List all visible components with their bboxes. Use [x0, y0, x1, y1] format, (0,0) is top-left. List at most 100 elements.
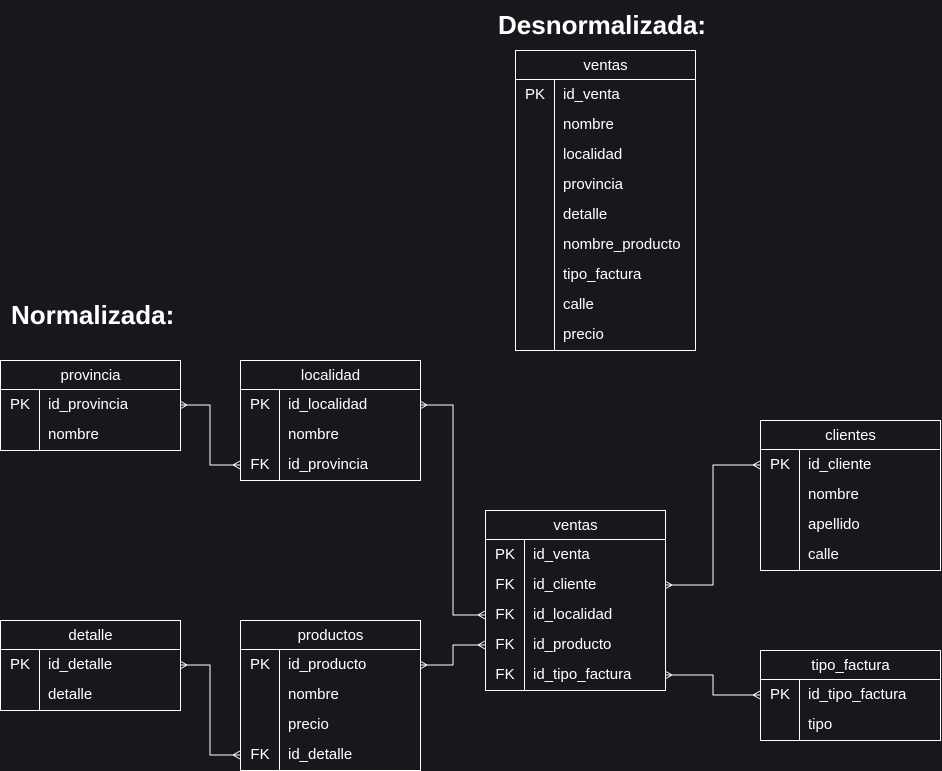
crowfoot-icon: [231, 460, 241, 470]
crowfoot-icon: [476, 640, 486, 650]
table-row: PK id_cliente: [761, 450, 940, 480]
field-name: id_cliente: [808, 456, 872, 473]
table-title: clientes: [761, 421, 940, 450]
table-row: precio: [241, 710, 420, 740]
field-name: id_localidad: [288, 396, 368, 413]
table-row: localidad: [516, 140, 695, 170]
crowfoot-icon: [664, 580, 674, 590]
key-cell: PK: [241, 650, 280, 680]
key-cell: [241, 680, 280, 710]
field-name: id_detalle: [288, 746, 353, 763]
table-title: productos: [241, 621, 420, 650]
key-cell: PK: [761, 450, 800, 480]
link-provincia-localidad: [180, 404, 240, 466]
field-name: detalle: [48, 686, 93, 703]
field-name: id_localidad: [533, 606, 613, 623]
table-row: nombre: [516, 110, 695, 140]
table-row: detalle: [1, 680, 180, 710]
table-title: ventas: [516, 51, 695, 80]
link-productos-ventas: [420, 644, 485, 666]
key-cell: [516, 170, 555, 200]
table-row: nombre_producto: [516, 230, 695, 260]
link-ventas-clientes: [665, 464, 760, 586]
table-row: calle: [516, 290, 695, 320]
crowfoot-icon: [419, 660, 429, 670]
table-row: nombre: [241, 420, 420, 450]
field-name: id_tipo_factura: [533, 666, 632, 683]
table-row: FK id_cliente: [486, 570, 665, 600]
key-cell: FK: [241, 740, 280, 770]
key-cell: [241, 710, 280, 740]
field-name: id_tipo_factura: [808, 686, 907, 703]
table-row: PK id_tipo_factura: [761, 680, 940, 710]
key-cell: [516, 200, 555, 230]
field-name: id_producto: [288, 656, 367, 673]
key-cell: PK: [486, 540, 525, 570]
table-row: PK id_venta: [486, 540, 665, 570]
field-name: calle: [563, 296, 594, 313]
field-name: nombre: [288, 426, 339, 443]
field-name: tipo_factura: [563, 266, 642, 283]
key-cell: [516, 320, 555, 350]
key-cell: FK: [486, 600, 525, 630]
field-name: id_cliente: [533, 576, 597, 593]
field-name: localidad: [563, 146, 623, 163]
key-cell: PK: [1, 390, 40, 420]
table-title: tipo_factura: [761, 651, 940, 680]
field-name: precio: [563, 326, 604, 343]
key-cell: FK: [241, 450, 280, 480]
field-name: calle: [808, 546, 839, 563]
key-cell: [1, 420, 40, 450]
field-name: tipo: [808, 716, 833, 733]
table-row: PK id_producto: [241, 650, 420, 680]
table-row: detalle: [516, 200, 695, 230]
field-name: id_venta: [533, 546, 590, 563]
key-cell: [516, 290, 555, 320]
heading-normalized: Normalizada:: [11, 300, 175, 330]
table-row: FK id_tipo_factura: [486, 660, 665, 690]
field-name: id_venta: [563, 86, 620, 103]
key-cell: FK: [486, 660, 525, 690]
table-title: detalle: [1, 621, 180, 650]
key-cell: FK: [486, 570, 525, 600]
field-name: apellido: [808, 516, 860, 533]
link-localidad-ventas: [420, 404, 485, 616]
field-name: nombre: [808, 486, 859, 503]
table-row: PK id_venta: [516, 80, 695, 110]
key-cell: [761, 480, 800, 510]
field-name: nombre: [48, 426, 99, 443]
link-detalle-productos: [180, 664, 240, 756]
crowfoot-icon: [664, 670, 674, 680]
table-row: FK id_detalle: [241, 740, 420, 770]
crowfoot-icon: [476, 610, 486, 620]
heading-denormalized: Desnormalizada:: [498, 10, 707, 40]
crowfoot-icon: [751, 690, 761, 700]
crowfoot-icon: [179, 660, 189, 670]
crowfoot-icon: [179, 400, 189, 410]
key-cell: PK: [516, 80, 555, 110]
key-cell: [761, 540, 800, 570]
key-cell: PK: [761, 680, 800, 710]
table-row: FK id_localidad: [486, 600, 665, 630]
key-cell: PK: [241, 390, 280, 420]
table-row: nombre: [241, 680, 420, 710]
table-row: PK id_localidad: [241, 390, 420, 420]
field-name: nombre_producto: [563, 236, 681, 253]
key-cell: [1, 680, 40, 710]
table-row: calle: [761, 540, 940, 570]
table-row: tipo_factura: [516, 260, 695, 290]
crowfoot-icon: [419, 400, 429, 410]
field-name: id_detalle: [48, 656, 113, 673]
field-name: nombre: [563, 116, 614, 133]
field-name: detalle: [563, 206, 608, 223]
